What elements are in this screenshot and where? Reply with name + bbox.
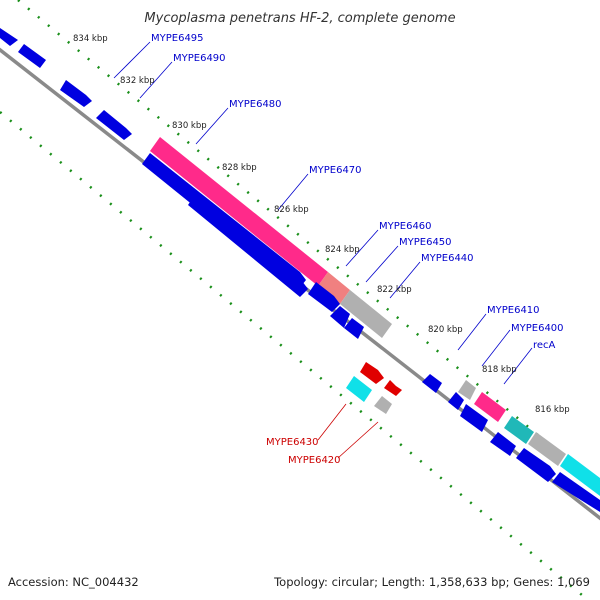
- kbp-label: 818 kbp: [482, 365, 517, 375]
- gene-gray[interactable]: [458, 380, 476, 400]
- forward-genes: [0, 28, 600, 512]
- kbp-label: 834 kbp: [73, 34, 108, 44]
- kbp-markers: 834 kbp 832 kbp 830 kbp 828 kbp 826 kbp …: [73, 34, 570, 415]
- gene-red[interactable]: [360, 362, 384, 384]
- reverse-genes: [346, 362, 402, 414]
- gene-red[interactable]: [384, 380, 402, 396]
- gene-blue[interactable]: [18, 44, 46, 68]
- kbp-label: 820 kbp: [428, 325, 463, 335]
- label-leaders: [113, 41, 533, 459]
- gene-blue[interactable]: [96, 110, 132, 140]
- gene-blue[interactable]: [188, 193, 308, 297]
- gene-blue[interactable]: [308, 282, 340, 312]
- gene-label[interactable]: MYPE6480: [229, 99, 282, 110]
- gene-pink[interactable]: [474, 392, 506, 422]
- gene-cyan[interactable]: [560, 454, 600, 496]
- gene-blue[interactable]: [460, 404, 488, 432]
- map-title: Mycoplasma penetrans HF-2, complete geno…: [144, 11, 455, 26]
- gene-blue[interactable]: [490, 432, 516, 456]
- kbp-label: 822 kbp: [377, 285, 412, 295]
- kbp-label: 830 kbp: [172, 121, 207, 131]
- kbp-label: 816 kbp: [535, 405, 570, 415]
- gene-blue[interactable]: [344, 318, 364, 339]
- gene-cyan[interactable]: [346, 376, 372, 402]
- gene-gray[interactable]: [340, 290, 392, 338]
- gene-blue[interactable]: [0, 28, 18, 46]
- gene-label[interactable]: MYPE6440: [421, 253, 474, 264]
- gene-label[interactable]: MYPE6490: [173, 53, 226, 64]
- gene-label[interactable]: MYPE6470: [309, 165, 362, 176]
- gene-salmon[interactable]: [318, 272, 350, 304]
- gene-gray[interactable]: [374, 396, 392, 414]
- gene-label[interactable]: recA: [533, 340, 556, 351]
- gene-blue[interactable]: [516, 448, 556, 482]
- gene-label[interactable]: MYPE6430: [266, 437, 319, 448]
- gene-blue[interactable]: [448, 392, 464, 410]
- inner-tick-line: [0, 111, 589, 600]
- forward-gene-labels: MYPE6495 MYPE6490 MYPE6480 MYPE6470 MYPE…: [151, 33, 564, 351]
- kbp-label: 824 kbp: [325, 245, 360, 255]
- outer-tick-line: [17, 0, 600, 488]
- reverse-gene-labels: MYPE6430 MYPE6420: [266, 437, 341, 466]
- kbp-label: 828 kbp: [222, 163, 257, 173]
- gene-blue[interactable]: [422, 374, 442, 393]
- gene-label[interactable]: MYPE6460: [379, 221, 432, 232]
- gene-gray[interactable]: [528, 432, 566, 466]
- gene-label[interactable]: MYPE6450: [399, 237, 452, 248]
- gene-label[interactable]: MYPE6420: [288, 455, 341, 466]
- gene-pink[interactable]: [150, 137, 328, 286]
- gene-blue[interactable]: [330, 306, 350, 328]
- gene-label[interactable]: MYPE6495: [151, 33, 204, 44]
- gene-blue[interactable]: [552, 472, 600, 512]
- gene-label[interactable]: MYPE6400: [511, 323, 564, 334]
- gene-teal[interactable]: [504, 416, 534, 444]
- accession-text: Accession: NC_004432: [8, 575, 139, 589]
- genome-summary-text: Topology: circular; Length: 1,358,633 bp…: [273, 575, 590, 589]
- kbp-label: 826 kbp: [274, 205, 309, 215]
- gene-blue[interactable]: [60, 80, 92, 107]
- kbp-label: 832 kbp: [120, 76, 155, 86]
- gene-label[interactable]: MYPE6410: [487, 305, 540, 316]
